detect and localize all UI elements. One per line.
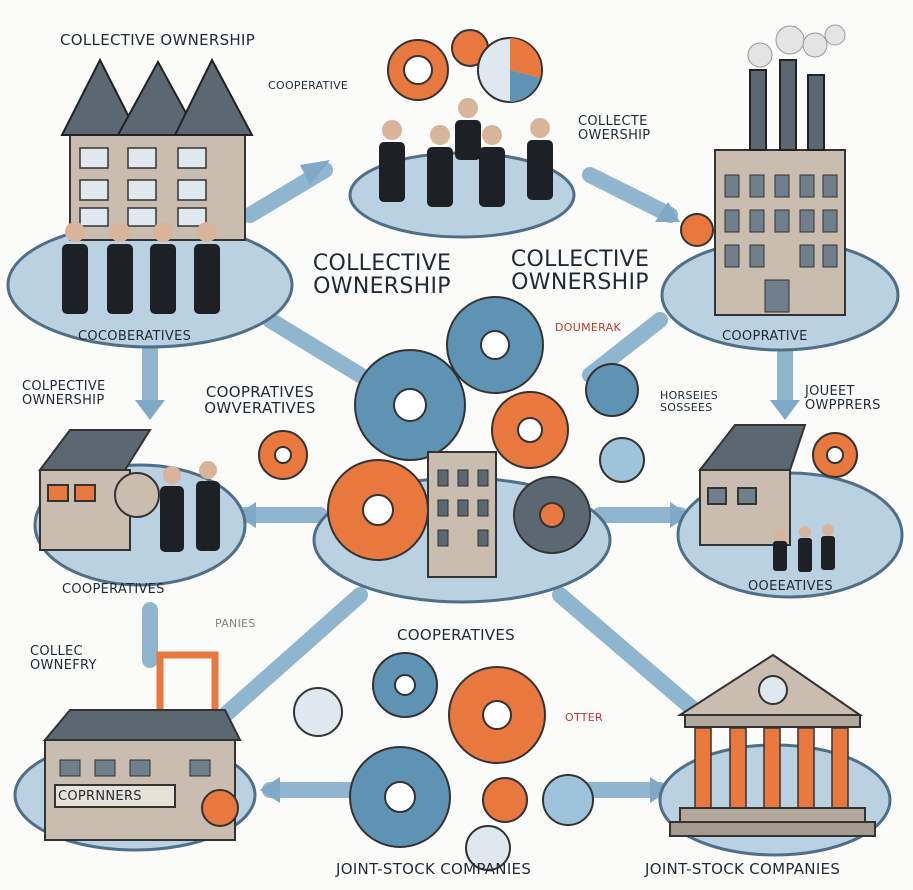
label-bottom-right-caption: JOINT-STOCK COMPANIES [645,860,841,878]
label-mid-center-right: HORSEIES SOSSEES [660,389,719,414]
label-bottom-center-small: OTTER [565,711,603,724]
label-bottom-left-sign: COPRNNERS [58,789,142,804]
building-bottom-right [669,653,876,837]
building-mid-left [38,429,160,551]
people-mid-left [160,461,220,552]
connector-arrows [142,162,793,798]
label-bottom-center-title: COOPERATIVES [397,626,515,644]
people-top-left [62,222,220,314]
label-mid-center-left: COOPRATIVES OWVERATIVES [204,383,316,417]
arrow-center-to-bottomleft [217,587,368,723]
building-top-right [680,24,846,316]
building-mid-right [697,424,858,546]
label-top-left-title: COLLECTIVE OWNERSHIP [60,31,256,49]
label-lower-left-platform: COOPERATIVES [62,582,165,597]
people-top-center [379,98,553,207]
arrow-heads [135,160,800,803]
label-center-left-heading: COLLECTIVE OWNERSHIP [312,251,452,300]
label-bottom-left-side: COLLEC OWNEFRY [30,644,97,673]
label-top-right-title: COLLECTE OWERSHIP [578,114,651,143]
people-mid-right [773,524,835,572]
label-bottom-center-caption: JOINT-STOCK COMPANIES [336,860,532,878]
label-mid-left-side: COLPECTIVE OWNERSHIP [22,379,106,408]
gear-cluster-center [258,296,645,578]
label-center-small-1: DOUMERAK [555,321,621,334]
label-lower-left-faint: PANIES [215,617,256,630]
label-lower-right-platform: OOEEATIVES [748,579,833,594]
label-mid-right-side: JOUEET OWPPRERS [805,384,881,413]
building-bottom-left [42,651,242,841]
building-top-left [60,57,254,241]
arrow-left-to-center [262,312,368,383]
label-left-platform: COCOBERATIVES [78,329,192,344]
label-top-center-tag: COOPERATIVE [268,79,349,92]
gear-cluster-bottom [293,652,594,871]
arrow-topcenter-to-topright [582,167,678,223]
gear-pie-top [387,29,543,103]
arrow-center-to-bottomright [552,587,708,723]
people-groups [62,98,835,572]
label-center-right-heading: COLLECTIVE OWNERSHIP [510,247,650,296]
label-right-platform: COOPRATIVE [722,329,808,344]
